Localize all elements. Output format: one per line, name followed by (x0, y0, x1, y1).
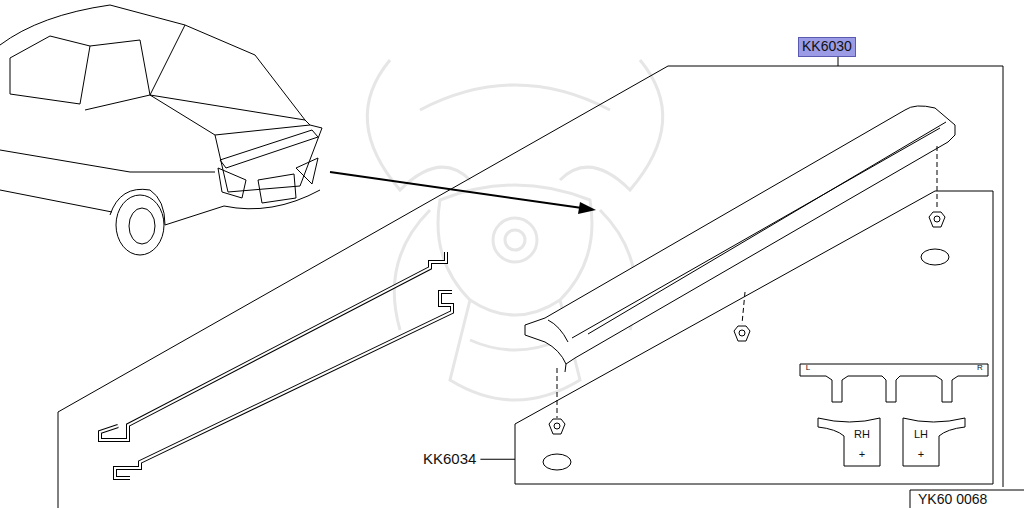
template-outline (901, 414, 967, 468)
watermark (367, 60, 662, 400)
template-lh: LH + (901, 414, 967, 468)
car-sketch (0, 5, 322, 255)
rear-spoiler (525, 106, 955, 372)
template-outline (800, 364, 988, 402)
support-rod (100, 252, 452, 478)
template-mark: R (974, 364, 986, 373)
template-outline (903, 418, 965, 466)
template-mark: RH (844, 428, 880, 440)
part-number: KK6030 (802, 39, 852, 54)
part-number: KK6034 (423, 451, 476, 468)
group-frame (58, 56, 1024, 508)
pointer-arrow (330, 172, 596, 214)
template-mark: + (903, 448, 939, 460)
template-outline (816, 414, 882, 468)
leader-line (480, 459, 515, 460)
part-number-highlight: KK6030 (798, 37, 856, 57)
template-rh: RH + (816, 414, 882, 468)
template-mark: LH (903, 428, 939, 440)
diagram-code: YK60 0068 (918, 492, 987, 507)
template-bar: LR (798, 362, 990, 404)
template-outline (818, 418, 880, 466)
grommet (543, 146, 949, 470)
template-mark: L (802, 364, 814, 373)
template-mark: + (844, 448, 880, 460)
template-outline (798, 362, 990, 404)
